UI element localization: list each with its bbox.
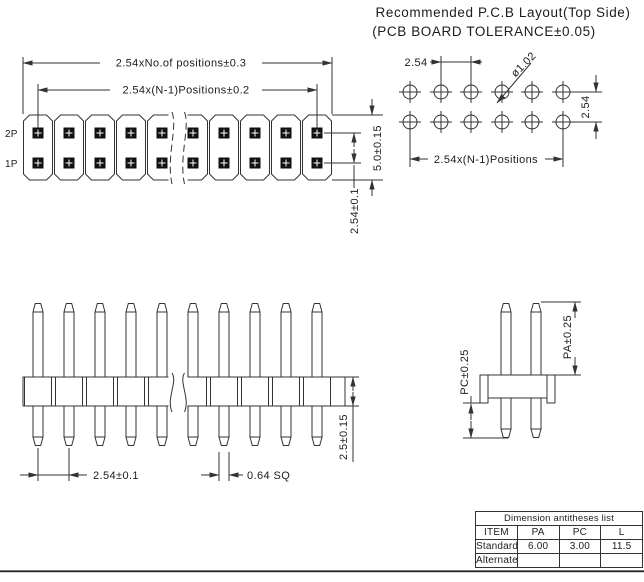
dim-pin-pitch-label: 2.54±0.1 <box>93 470 139 482</box>
dim-pin-above-label: PA±0.25 <box>562 315 574 359</box>
break-line-left <box>169 372 175 413</box>
body-tab-left <box>479 374 489 404</box>
pcb-layout-view: 2.54 ø1.02 2.54 2.54x(N-1)Positions <box>398 50 602 167</box>
dim-pin-square-label: 0.64 SQ <box>247 470 290 482</box>
body-block <box>487 374 548 399</box>
dim-hole-row-pitch-label: 2.54 <box>580 95 592 118</box>
front-view: 2.5±0.15 2.54±0.1 0.64 SQ <box>20 303 359 482</box>
col-header-pc: PC <box>558 525 602 540</box>
side-view: PA±0.25 PC±0.25 <box>459 301 581 439</box>
dim-row-pitch-label: 2.54±0.1 <box>349 188 361 234</box>
table-title-row: Dimension antitheses list <box>475 511 643 526</box>
table-header-row: ITEM PA PC L <box>475 525 643 540</box>
cell-pc: 3.00 <box>558 539 602 554</box>
side-view-body <box>479 374 556 404</box>
cell-l: 11.5 <box>600 539 643 554</box>
top-view: 2P 1P 2.54xNo.of positions±0.3 2.54x(N-1… <box>5 57 384 234</box>
row1-label: 1P <box>5 159 18 170</box>
pcb-layout-title-line2: (PCB BOARD TOLERANCE±0.05) <box>372 24 596 39</box>
table-title: Dimension antitheses list <box>475 511 643 526</box>
cell-pc <box>558 553 602 568</box>
dimension-table: Dimension antitheses list ITEM PA PC L S… <box>475 511 643 568</box>
cell-item: Standard <box>475 539 518 554</box>
table-row-standard: Standard 6.00 3.00 11.5 <box>475 539 643 554</box>
pcb-layout-title-line1: Recommended P.C.B Layout(Top Side) <box>375 5 630 20</box>
col-header-pa: PA <box>516 525 560 540</box>
dim-insulator-height-label: 2.5±0.15 <box>338 414 350 460</box>
col-header-l: L <box>600 525 643 540</box>
col-header-item: ITEM <box>475 525 518 540</box>
dim-pin-below-label: PC±0.25 <box>459 349 471 395</box>
dim-overall-width-label: 2.54xNo.of positions±0.3 <box>116 58 247 70</box>
header-title: Recommended P.C.B Layout(Top Side) (PCB … <box>372 5 630 39</box>
cell-l <box>600 553 643 568</box>
sheet-border-rule <box>0 570 644 573</box>
top-view-dimension-lines <box>22 57 383 196</box>
pcb-dimension-lines <box>409 56 602 167</box>
side-dimension-lines <box>463 301 581 439</box>
cell-item: Alternate <box>475 553 518 568</box>
body-tab-right <box>546 374 556 404</box>
dim-positions-span-label: 2.54x(N-1)Positions±0.2 <box>122 85 249 97</box>
side-view-pins <box>500 303 542 438</box>
break-line-right <box>182 111 187 185</box>
dim-hole-diameter-label: ø1.02 <box>509 50 539 80</box>
break-line-left <box>169 111 175 185</box>
cell-pa: 6.00 <box>516 539 560 554</box>
dim-hole-span-label: 2.54x(N-1)Positions <box>434 154 538 166</box>
table-row-alternate: Alternate <box>475 553 643 568</box>
row2-label: 2P <box>5 129 18 140</box>
dim-body-height-label: 5.0±0.15 <box>372 125 384 171</box>
hole-pattern <box>398 80 575 134</box>
dim-hole-pitch-label: 2.54 <box>404 57 427 69</box>
front-dimension-lines <box>20 376 359 481</box>
cell-pa <box>516 553 560 568</box>
break-line-right <box>182 372 187 413</box>
